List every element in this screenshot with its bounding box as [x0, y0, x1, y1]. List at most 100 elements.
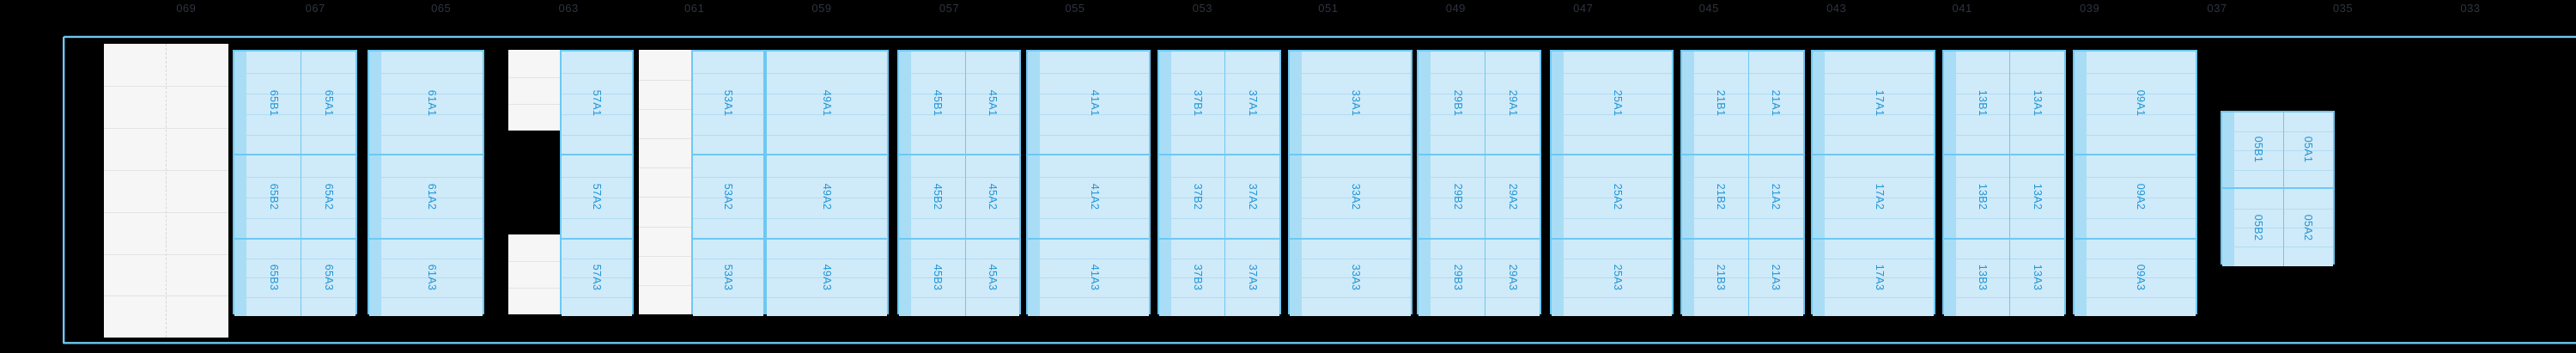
- bay-cell-slot-lines: [562, 240, 633, 317]
- bay-cell[interactable]: 53A1: [692, 52, 763, 155]
- bay-cell[interactable]: 45A1: [965, 52, 1020, 155]
- bay-cell[interactable]: 65B2: [246, 155, 302, 238]
- bay-cell[interactable]: 61A1: [380, 52, 483, 155]
- bay-cell[interactable]: 29A3: [1485, 239, 1540, 317]
- bay-cell-row: 53A3: [692, 239, 763, 317]
- bay-cell[interactable]: 41A1: [1040, 52, 1149, 155]
- bay-cell[interactable]: 33A3: [1302, 239, 1411, 317]
- bay-cell[interactable]: 25A2: [1563, 155, 1673, 238]
- bay-cell[interactable]: 05B1: [2233, 112, 2284, 188]
- bay-cell[interactable]: 65A2: [301, 155, 356, 238]
- bay-cell[interactable]: 17A1: [1825, 52, 1934, 155]
- bay-cell[interactable]: 37B2: [1170, 155, 1226, 238]
- bay-cell[interactable]: 21B3: [1694, 239, 1749, 317]
- bay-cell[interactable]: 29B2: [1431, 155, 1486, 238]
- bay-cell-slot-lines: [1748, 240, 1803, 317]
- bay-cell[interactable]: 45A2: [965, 155, 1020, 238]
- bay-cell[interactable]: 37A1: [1225, 52, 1280, 155]
- bay-cell[interactable]: 09A3: [2087, 239, 2196, 317]
- bay-cell[interactable]: 13A2: [2010, 155, 2065, 238]
- bay-lashing-gutter: [1290, 239, 1302, 317]
- bay-cell[interactable]: 21B1: [1694, 52, 1749, 155]
- bay-cell[interactable]: 45B1: [910, 52, 966, 155]
- bay-cell[interactable]: 45B2: [910, 155, 966, 238]
- bay-cell[interactable]: 29A1: [1485, 52, 1540, 155]
- bay-cell[interactable]: 49A2: [766, 155, 888, 238]
- bay-cell[interactable]: 57A2: [562, 155, 633, 238]
- bay-lashing-gutter: [1290, 52, 1302, 155]
- bay-cell[interactable]: 57A3: [562, 239, 633, 317]
- bay-cell[interactable]: 33A2: [1302, 155, 1411, 238]
- bay-number-tick: 037: [2207, 2, 2227, 15]
- bay-cell[interactable]: 05A2: [2283, 189, 2333, 266]
- bay-cell[interactable]: 29A2: [1485, 155, 1540, 238]
- bay-cell[interactable]: 45A3: [965, 239, 1020, 317]
- bay-cell[interactable]: 05B2: [2233, 189, 2284, 266]
- bay-cell-slot-lines: [1955, 155, 2010, 237]
- bay-cell[interactable]: 17A2: [1825, 155, 1934, 238]
- bay-cell[interactable]: 13B2: [1955, 155, 2011, 238]
- bay-cell[interactable]: 53A3: [692, 239, 763, 317]
- bay-lashing-gutter: [1028, 239, 1041, 317]
- bay-cell[interactable]: 45B3: [910, 239, 966, 317]
- bay-cell[interactable]: 05A1: [2283, 112, 2333, 188]
- bay-cell[interactable]: 65B3: [246, 239, 302, 317]
- bay-cell[interactable]: 33A1: [1302, 52, 1411, 155]
- bay-cell[interactable]: 09A1: [2087, 52, 2196, 155]
- bay-cell[interactable]: 37B1: [1170, 52, 1226, 155]
- bay-cell[interactable]: 49A3: [766, 239, 888, 317]
- bay-cell-label: 29B2: [1451, 183, 1464, 210]
- bay-cell[interactable]: 13A3: [2010, 239, 2065, 317]
- bay-cell[interactable]: 53A2: [692, 155, 763, 238]
- bay-cell[interactable]: 37A2: [1225, 155, 1280, 238]
- bay-cell[interactable]: 29B3: [1431, 239, 1486, 317]
- bay-number-tick: 051: [1318, 2, 1339, 15]
- bay-cell[interactable]: 25A1: [1563, 52, 1673, 155]
- bay-cell[interactable]: 25A3: [1563, 239, 1673, 317]
- bay-cell[interactable]: 37A3: [1225, 239, 1280, 317]
- bay-cell[interactable]: 21A3: [1748, 239, 1803, 317]
- bay-cell-slot-lines: [380, 52, 483, 154]
- bay-cell[interactable]: 65B1: [246, 52, 302, 155]
- bay-cell[interactable]: 29B1: [1431, 52, 1486, 155]
- bay-cell[interactable]: 61A2: [380, 155, 483, 238]
- bay-cell-label: 37A1: [1246, 89, 1259, 116]
- bay-cell[interactable]: 13A1: [2010, 52, 2065, 155]
- bay-cell[interactable]: 21A1: [1748, 52, 1803, 155]
- bay-cell[interactable]: 41A3: [1040, 239, 1149, 317]
- bay-cell[interactable]: 13B1: [1955, 52, 2011, 155]
- bay-cell[interactable]: 37B3: [1170, 239, 1226, 317]
- bay-cell[interactable]: 21B2: [1694, 155, 1749, 238]
- bay-cell[interactable]: 21A2: [1748, 155, 1803, 238]
- bay-cell[interactable]: 41A2: [1040, 155, 1149, 238]
- bay-number-tick: 035: [2332, 2, 2354, 15]
- bay-cell[interactable]: 09A2: [2087, 155, 2196, 238]
- bay-cell-row: 09A3: [2075, 239, 2196, 317]
- bay-cell[interactable]: 65A3: [301, 239, 356, 317]
- bay-cell[interactable]: 49A1: [766, 52, 888, 155]
- bay-cell[interactable]: 13B3: [1955, 239, 2011, 317]
- bay-cell[interactable]: 65A1: [301, 52, 356, 155]
- bay-cell[interactable]: 57A1: [562, 52, 633, 155]
- bay-cell[interactable]: 61A3: [380, 239, 483, 317]
- bay-cell[interactable]: 17A3: [1825, 239, 1934, 317]
